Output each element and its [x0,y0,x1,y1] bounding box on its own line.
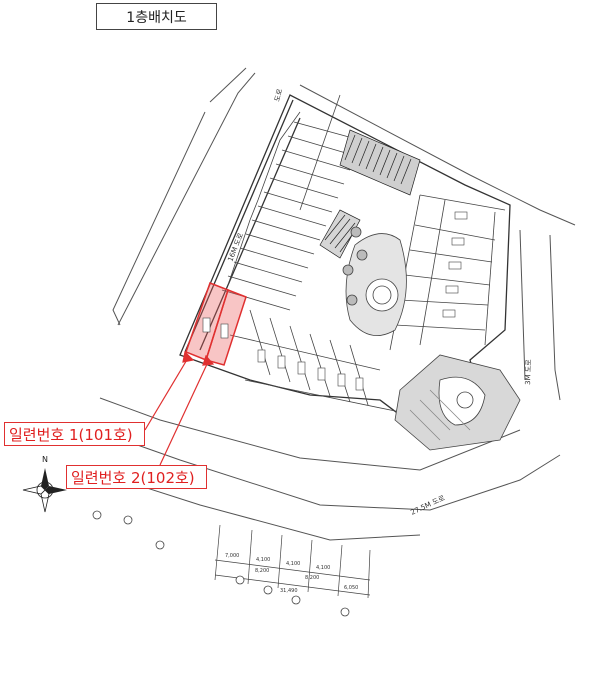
north-arrow-icon: N [22,455,67,513]
garden-area [394,354,521,451]
courtyard [342,226,407,337]
svg-text:N: N [42,455,48,464]
svg-text:4,100: 4,100 [256,557,270,563]
survey-marker-icon [92,510,350,617]
site-boundary [94,67,576,541]
dimension-text: 7,000 4,100 4,100 4,100 8,200 8,200 31,490 6… [225,553,358,594]
svg-text:8,200: 8,200 [305,575,319,581]
dimension-lines [214,524,371,599]
svg-text:31,490: 31,490 [280,588,298,594]
svg-text:4,100: 4,100 [286,561,300,567]
page-title: 1층배치도 [96,3,217,30]
stair-hatch-middle [319,209,361,259]
stair-hatch-top [339,129,421,196]
right-unit-labels [442,211,468,318]
svg-text:4,100: 4,100 [316,565,330,571]
road-label-bottom: 27.5M 도로 [409,494,446,517]
svg-text:7,000: 7,000 [225,553,239,559]
svg-text:8,200: 8,200 [255,568,269,574]
lower-row-units [229,309,401,413]
road-label-top: 도로 [273,87,284,102]
callout-serial-2: 일련번호 2(102호) [66,465,207,489]
callout-leaders [144,350,215,466]
right-wing-units [389,194,506,351]
lower-unit-labels [257,349,364,391]
parking-stalls-left [221,94,361,311]
road-label-right: 3M 도로 [524,359,533,385]
svg-text:6,050: 6,050 [344,585,358,591]
callout-serial-1: 일련번호 1(101호) [4,422,145,446]
